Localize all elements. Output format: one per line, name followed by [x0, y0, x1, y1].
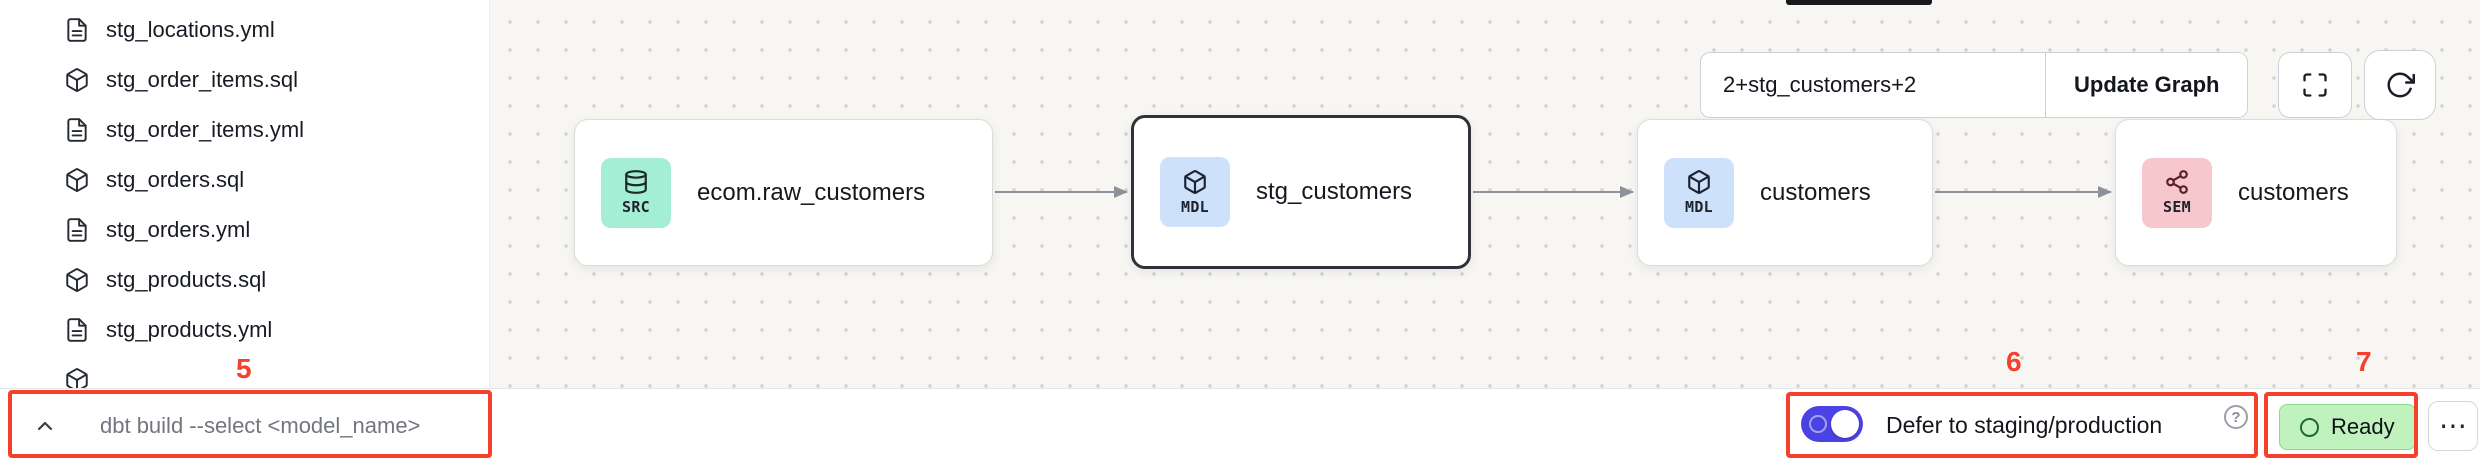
file-name: stg_orders.sql [106, 167, 245, 192]
yml-file-icon [67, 218, 87, 242]
fullscreen-icon [2303, 73, 2327, 97]
toggle-on-ring [1809, 415, 1827, 433]
file-explorer-sidebar: stg_locations.yml stg_order_items.sql st… [0, 0, 490, 388]
node-type-label: MDL [1181, 197, 1209, 216]
file-item-stg-order-items-yml[interactable]: stg_order_items.yml [0, 105, 489, 155]
file-item-stg-orders-sql[interactable]: stg_orders.sql [0, 155, 489, 205]
graph-node-customers-model[interactable]: MDL customers [1637, 119, 1933, 266]
update-graph-button[interactable]: Update Graph [2045, 53, 2248, 117]
graph-selector-input[interactable] [1701, 53, 2045, 117]
file-item-stg-order-items-sql[interactable]: stg_order_items.sql [0, 55, 489, 105]
sql-model-icon [66, 368, 88, 388]
file-name: stg_order_items.yml [106, 117, 305, 142]
node-type-label: SEM [2163, 198, 2191, 216]
tab-indicator [1786, 0, 1932, 5]
yml-file-icon [67, 318, 87, 342]
file-name: stg_products.yml [106, 317, 273, 342]
file-item-partial[interactable] [0, 355, 489, 388]
sql-model-icon [66, 268, 88, 292]
node-type-label: MDL [1685, 198, 1713, 216]
sql-model-icon [66, 168, 88, 192]
command-bar: dbt build --select <model_name> [0, 388, 2480, 462]
file-name: stg_locations.yml [106, 17, 275, 42]
chevron-up-icon [37, 421, 53, 431]
yml-file-icon [67, 118, 87, 142]
toggle-knob [1831, 410, 1859, 438]
graph-selector-group: Update Graph [1700, 52, 2249, 118]
file-name: stg_products.sql [106, 267, 267, 292]
refresh-graph-button[interactable] [2364, 50, 2436, 120]
cube-icon [1688, 170, 1710, 195]
graph-node-stg-customers[interactable]: MDL stg_customers [1131, 115, 1471, 269]
database-icon [625, 170, 647, 194]
graph-node-customers-semantic[interactable]: SEM customers [2115, 119, 2397, 266]
node-label: stg_customers [1256, 178, 1413, 205]
yml-file-icon [67, 18, 87, 42]
file-list: stg_locations.yml stg_order_items.sql st… [0, 5, 489, 388]
cube-icon [1184, 169, 1206, 194]
node-type-badge-src: SRC [601, 157, 671, 228]
file-item-stg-orders-yml[interactable]: stg_orders.yml [0, 205, 489, 255]
status-badge[interactable]: Ready [2279, 404, 2416, 450]
node-label: ecom.raw_customers [697, 178, 926, 206]
node-type-badge-mdl: MDL [1664, 157, 1734, 228]
sql-model-icon [66, 68, 88, 92]
fullscreen-button[interactable] [2278, 52, 2352, 118]
node-type-badge-sem: SEM [2142, 157, 2212, 228]
defer-label: Defer to staging/production [1886, 411, 2163, 438]
command-input-placeholder[interactable]: dbt build --select <model_name> [100, 413, 421, 438]
node-label: customers [2238, 178, 2349, 206]
more-options-button[interactable]: ⋯ [2428, 401, 2478, 451]
defer-toggle[interactable] [1801, 406, 1863, 442]
help-icon[interactable]: ? [2224, 405, 2248, 429]
file-item-stg-locations-yml[interactable]: stg_locations.yml [0, 5, 489, 55]
share-icon [2166, 170, 2188, 194]
file-item-stg-products-sql[interactable]: stg_products.sql [0, 255, 489, 305]
file-item-stg-products-yml[interactable]: stg_products.yml [0, 305, 489, 355]
file-name: stg_order_items.sql [106, 67, 298, 92]
node-label: customers [1760, 178, 1871, 206]
status-text: Ready [2331, 414, 2395, 439]
expand-command-bar-button[interactable] [26, 407, 64, 445]
node-type-badge-mdl: MDL [1160, 157, 1230, 227]
status-circle-icon [2300, 417, 2319, 437]
node-type-label: SRC [622, 198, 650, 216]
refresh-icon [2387, 72, 2415, 98]
graph-node-ecom-raw-customers[interactable]: SRC ecom.raw_customers [574, 119, 993, 266]
file-name: stg_orders.yml [106, 217, 251, 242]
